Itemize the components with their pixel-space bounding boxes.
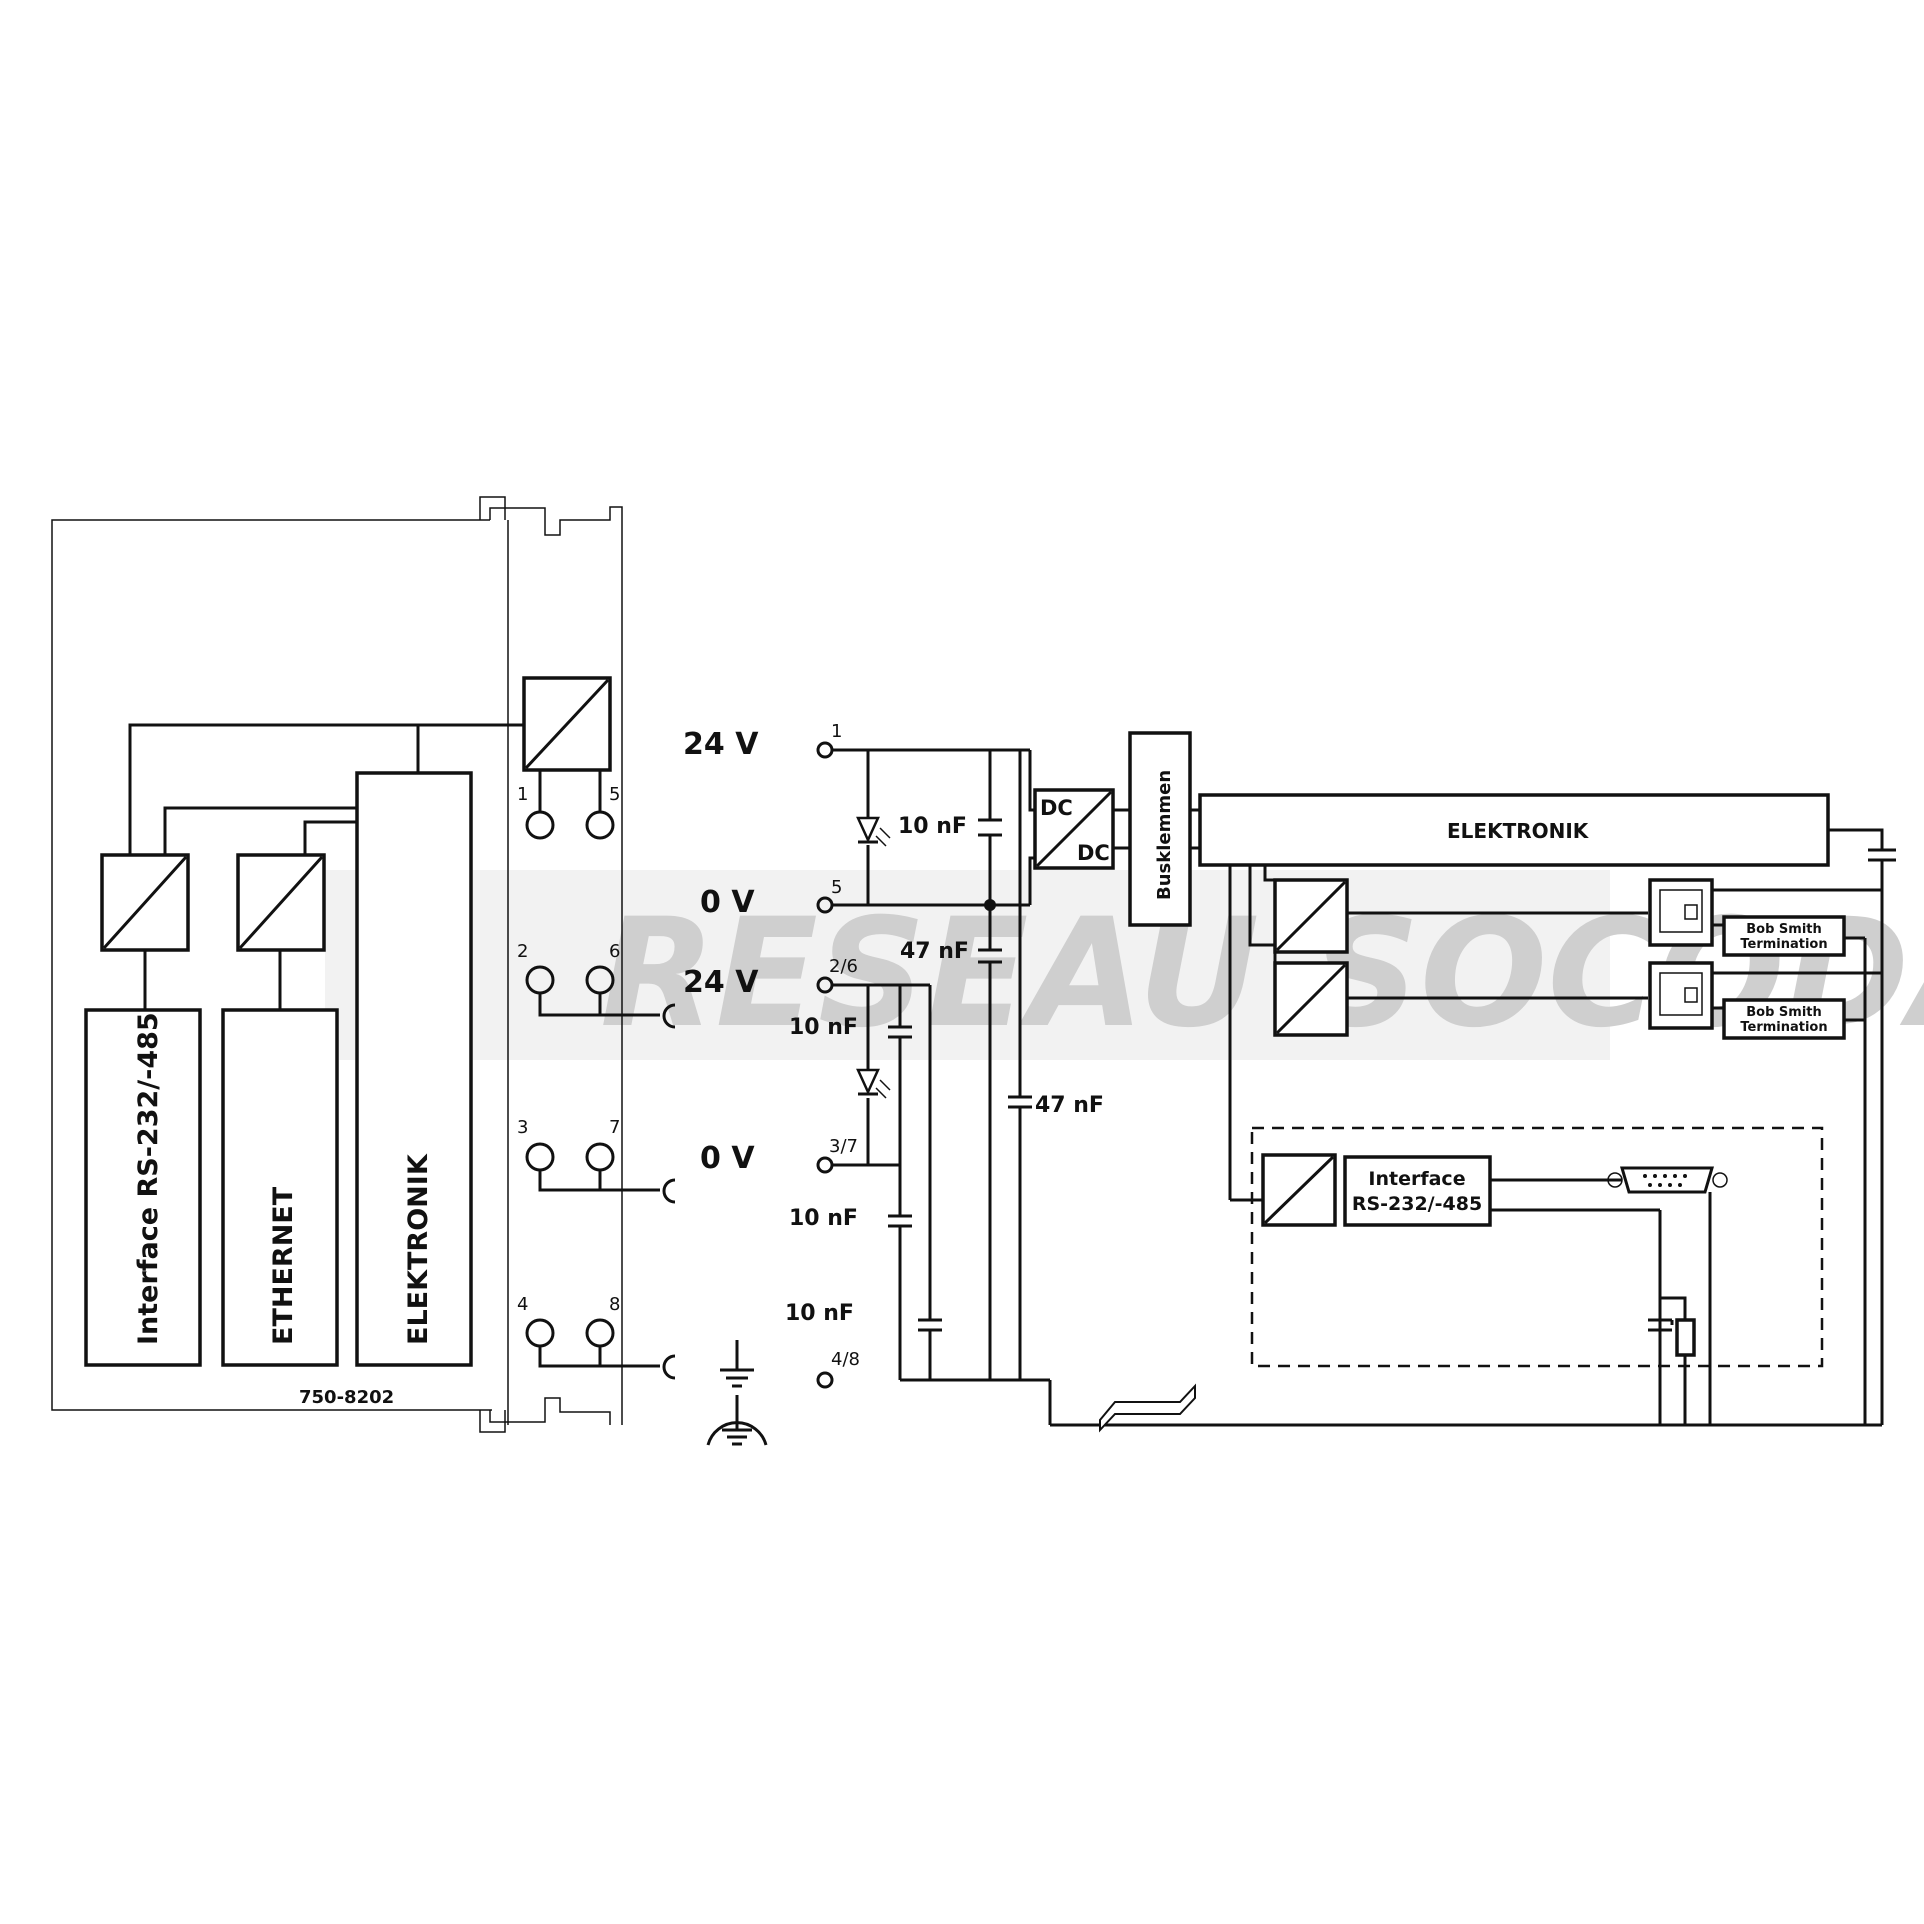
voltage-label: 24 V xyxy=(683,727,759,762)
isolator-port-2 xyxy=(1273,961,1349,1037)
isolator-port-1 xyxy=(1273,878,1349,954)
dc-dc-converter xyxy=(1033,788,1115,870)
block-elektronik-label: ELEKTRONIK xyxy=(403,1153,434,1345)
capacitor-label: 10 nF xyxy=(898,814,967,839)
serial-section-frame xyxy=(1250,1126,1824,1368)
busklemmen-label: Busklemmen xyxy=(1154,770,1175,900)
led-icon xyxy=(856,1068,891,1099)
terminal-5 xyxy=(585,810,615,840)
dc-out-label: DC xyxy=(1077,841,1110,865)
rj45-port-1-icon xyxy=(1648,878,1714,947)
pe-capacitor-wiring xyxy=(1008,750,1052,1425)
supply-terminal-4-8 xyxy=(816,1371,834,1389)
block-ethernet xyxy=(221,1008,339,1367)
terminal-4 xyxy=(525,1318,555,1348)
voltage-label: 0 V xyxy=(700,1141,755,1176)
supply-terminal-label: 3/7 xyxy=(829,1136,858,1157)
supply-terminal-1 xyxy=(816,741,834,759)
terminal-number: 4 xyxy=(517,1294,528,1315)
block-interface xyxy=(84,1008,202,1367)
terminal-1 xyxy=(525,810,555,840)
terminal-7 xyxy=(585,1142,615,1172)
serial-rc-wiring xyxy=(1648,1192,1712,1425)
voltage-label: 24 V xyxy=(683,965,759,1000)
supply-terminals xyxy=(816,741,834,1389)
supply-terminal-3-7 xyxy=(816,1156,834,1174)
part-number: 750-8202 xyxy=(299,1387,394,1408)
terminal-number: 3 xyxy=(517,1117,528,1138)
capacitor-label: 47 nF xyxy=(1035,1093,1104,1118)
isolator-ethernet xyxy=(236,853,326,952)
terminal-number: 6 xyxy=(609,941,620,962)
field-supply-2-wiring xyxy=(832,983,1050,1382)
terminal-number: 7 xyxy=(609,1117,620,1138)
resistor-icon xyxy=(1675,1318,1696,1357)
supply-terminal-label: 4/8 xyxy=(831,1349,860,1370)
capacitor-label: 47 nF xyxy=(900,939,969,964)
terminal-bridges xyxy=(538,993,676,1380)
block-interface-label: Interface RS-232/-485 xyxy=(133,1012,164,1345)
capacitor-label: 10 nF xyxy=(785,1301,854,1326)
db9-connector-icon xyxy=(1607,1166,1728,1194)
elektronik-bar-label: ELEKTRONIK xyxy=(1447,819,1590,843)
isolator-interface xyxy=(100,853,190,952)
watermark-band xyxy=(325,870,1610,1060)
capacitor-label: 10 nF xyxy=(789,1206,858,1231)
terminal-3 xyxy=(525,1142,555,1172)
voltage-label: 0 V xyxy=(700,885,755,920)
supply-terminal-label: 1 xyxy=(831,721,842,742)
led-icon xyxy=(856,816,891,847)
dc-in-label: DC xyxy=(1040,796,1073,820)
supply-terminal-label: 2/6 xyxy=(829,956,858,977)
terminal-number: 5 xyxy=(609,784,620,805)
serial-interface-line2: RS-232/-485 xyxy=(1352,1193,1482,1215)
block-elektronik xyxy=(355,771,473,1367)
serial-interface-box xyxy=(1343,1155,1492,1227)
isolator-serial xyxy=(1261,1153,1337,1227)
block-ethernet-label: ETHERNET xyxy=(268,1186,299,1345)
ground-icon xyxy=(720,1340,754,1388)
protective-earth-icon xyxy=(706,1395,768,1446)
din-rail-icon xyxy=(1099,1383,1196,1433)
capacitor-label: 10 nF xyxy=(789,1015,858,1040)
terminal-number: 2 xyxy=(517,941,528,962)
module-supply-converter xyxy=(522,676,612,772)
module-outline xyxy=(51,496,623,1433)
busklemmen-box xyxy=(1128,731,1192,927)
serial-interface-line1: Interface xyxy=(1368,1168,1465,1190)
field-supply-1-wiring xyxy=(832,748,1060,1380)
terminal-8 xyxy=(585,1318,615,1348)
shield-bus xyxy=(1050,828,1896,1427)
terminal-number: 1 xyxy=(517,784,528,805)
terminal-number: 8 xyxy=(609,1294,620,1315)
rj45-port-2-icon xyxy=(1648,961,1714,1030)
module-wiring xyxy=(128,723,602,1010)
termination-1-box xyxy=(1722,915,1846,957)
supply-terminal-label: 5 xyxy=(831,877,842,898)
